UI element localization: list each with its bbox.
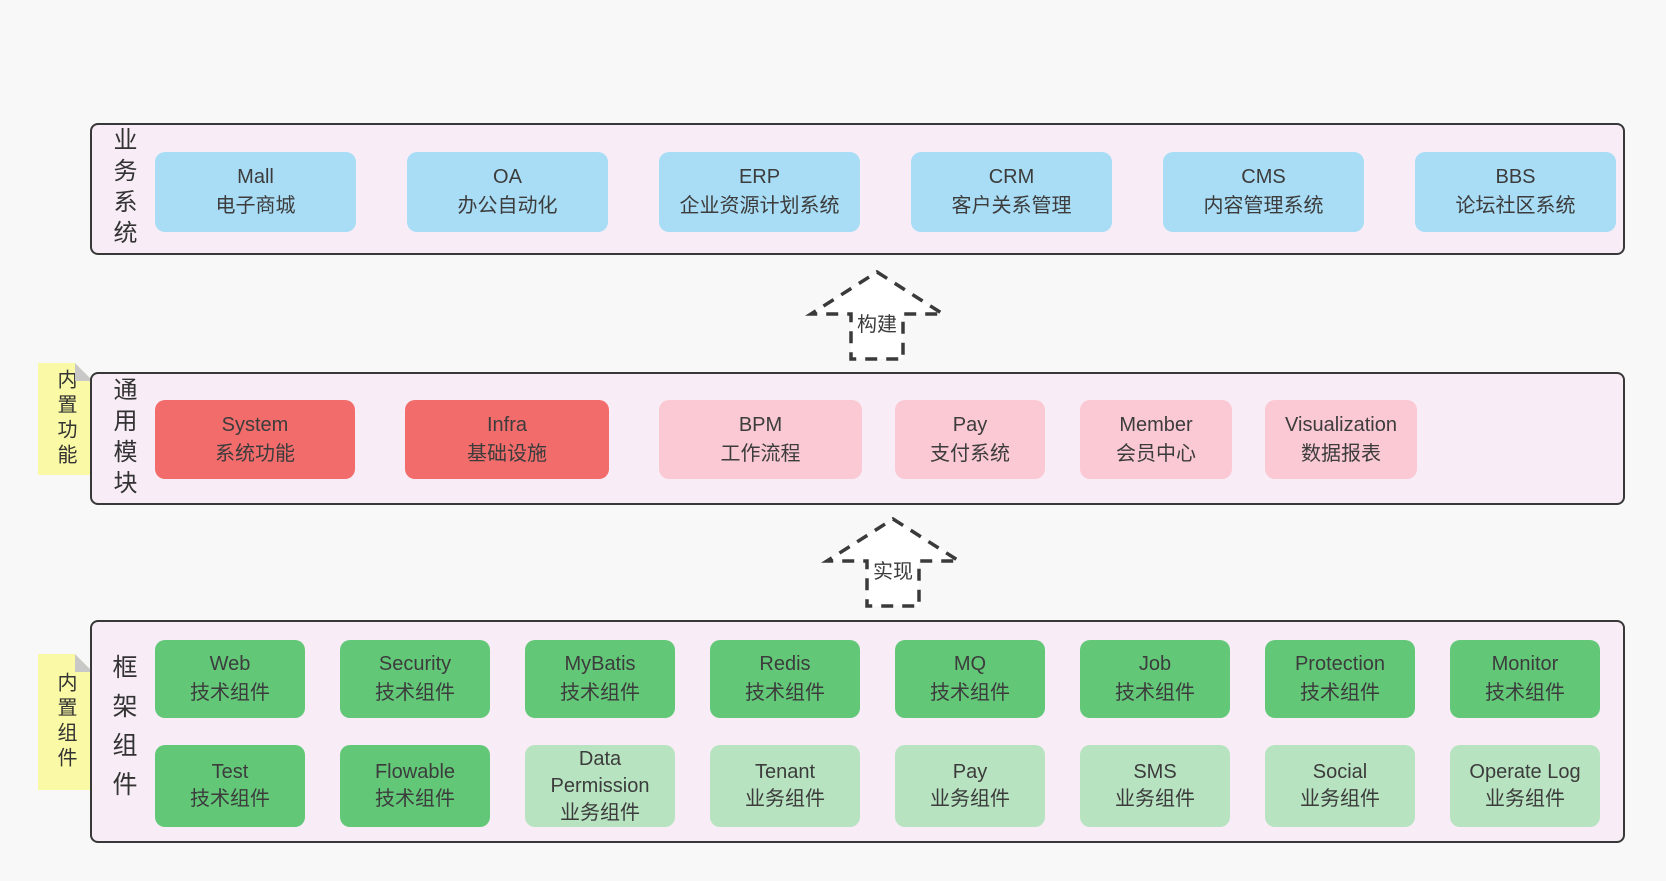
node-subtitle: 技术组件: [190, 682, 270, 704]
node-redis: Redis 技术组件: [710, 640, 860, 718]
layer-business-systems: 业务系统 Mall 电子商城 OA 办公自动化 ERP 企业资源计划系统 CRM…: [90, 123, 1625, 255]
node-subtitle: 技术组件: [190, 788, 270, 810]
node-crm: CRM 客户关系管理: [911, 152, 1112, 232]
sticky-note-builtin-features-label: 内置功能: [54, 369, 76, 469]
node-name: Security: [378, 653, 452, 675]
node-name: MQ: [953, 653, 987, 675]
node-subtitle: 工作流程: [720, 442, 801, 465]
layer-business-systems-title: 业务系统: [109, 127, 136, 251]
node-name: SMS: [1133, 761, 1177, 783]
node-name: OA: [493, 166, 522, 188]
node-name: Operate Log: [1469, 761, 1581, 783]
node-subtitle: 内容管理系统: [1203, 195, 1324, 217]
node-mall: Mall 电子商城: [155, 152, 356, 232]
node-subtitle: 系统功能: [215, 442, 295, 465]
node-social: Social 业务组件: [1265, 745, 1415, 827]
node-subtitle: 业务组件: [1485, 788, 1565, 810]
node-tenant: Tenant 业务组件: [710, 745, 860, 827]
arrow-implement-label: 实现: [870, 555, 916, 584]
node-name: CMS: [1241, 166, 1286, 188]
node-erp: ERP 企业资源计划系统: [659, 152, 860, 232]
node-flowable: Flowable 技术组件: [340, 745, 490, 827]
node-name: Visualization: [1285, 413, 1397, 436]
node-subtitle: 业务组件: [1115, 788, 1195, 810]
node-name: Pay: [952, 761, 988, 783]
arrow-build: 构建: [789, 268, 965, 363]
arrow-implement: 实现: [805, 515, 981, 610]
node-data-permission: Data Permission 业务组件: [525, 745, 675, 827]
node-mybatis: MyBatis 技术组件: [525, 640, 675, 718]
node-name: BPM: [738, 413, 783, 436]
node-sms: SMS 业务组件: [1080, 745, 1230, 827]
node-bpm: BPM 工作流程: [659, 400, 862, 479]
node-name: Web: [209, 653, 251, 675]
node-pay: Pay 支付系统: [895, 400, 1045, 479]
node-mq: MQ 技术组件: [895, 640, 1045, 718]
node-test: Test 技术组件: [155, 745, 305, 827]
node-subtitle: 技术组件: [375, 788, 455, 810]
node-subtitle: 基础设施: [467, 442, 547, 465]
node-protection: Protection 技术组件: [1265, 640, 1415, 718]
layer-framework-components: 框架组件 Web 技术组件 Security 技术组件 MyBatis 技术组件…: [90, 620, 1625, 843]
node-name: Infra: [486, 413, 528, 436]
node-web: Web 技术组件: [155, 640, 305, 718]
node-name: CRM: [988, 166, 1035, 188]
node-subtitle: 客户关系管理: [951, 195, 1072, 217]
layer-common-modules: 通用模块 System 系统功能 Infra 基础设施 BPM 工作流程 Pay…: [90, 372, 1625, 505]
node-visualization: Visualization 数据报表: [1265, 400, 1417, 479]
node-subtitle: 技术组件: [560, 682, 640, 704]
node-name: Tenant: [754, 761, 816, 783]
sticky-note-builtin-components: 内置组件: [38, 654, 93, 790]
node-system: System 系统功能: [155, 400, 355, 479]
node-name: Member: [1119, 413, 1193, 436]
node-name: BBS: [1495, 166, 1536, 188]
sticky-note-builtin-features: 内置功能: [38, 363, 93, 475]
node-subtitle: 业务组件: [745, 788, 825, 810]
node-name: Mall: [237, 166, 274, 188]
node-operate-log: Operate Log 业务组件: [1450, 745, 1600, 827]
node-name: MyBatis: [564, 653, 636, 675]
node-subtitle: 技术组件: [375, 682, 455, 704]
node-subtitle: 支付系统: [930, 442, 1010, 465]
node-subtitle: 技术组件: [1115, 682, 1195, 704]
node-subtitle: 技术组件: [745, 682, 825, 704]
layer-framework-components-title: 框架组件: [109, 653, 137, 810]
node-subtitle: 技术组件: [930, 682, 1010, 704]
node-pay-biz: Pay 业务组件: [895, 745, 1045, 827]
node-name: Data Permission: [550, 747, 650, 797]
node-subtitle: 技术组件: [1300, 682, 1380, 704]
node-name: Redis: [759, 653, 811, 675]
node-name: Social: [1312, 761, 1368, 783]
node-member: Member 会员中心: [1080, 400, 1232, 479]
node-subtitle: 业务组件: [930, 788, 1010, 810]
node-subtitle: 会员中心: [1116, 442, 1196, 465]
node-subtitle: 电子商城: [215, 195, 296, 217]
node-name: ERP: [738, 166, 781, 188]
node-name: Pay: [952, 413, 988, 436]
node-subtitle: 办公自动化: [457, 195, 558, 217]
node-name: Protection: [1294, 653, 1386, 675]
node-subtitle: 技术组件: [1485, 682, 1565, 704]
node-oa: OA 办公自动化: [407, 152, 608, 232]
node-subtitle: 论坛社区系统: [1455, 195, 1576, 217]
node-job: Job 技术组件: [1080, 640, 1230, 718]
sticky-note-builtin-components-label: 内置组件: [54, 672, 76, 772]
node-security: Security 技术组件: [340, 640, 490, 718]
arrow-build-label: 构建: [854, 308, 900, 337]
node-name: Flowable: [374, 761, 456, 783]
node-subtitle: 企业资源计划系统: [679, 195, 840, 217]
node-bbs: BBS 论坛社区系统: [1415, 152, 1616, 232]
layer-common-modules-title: 通用模块: [109, 376, 136, 501]
node-name: System: [221, 413, 289, 436]
node-name: Test: [211, 761, 249, 783]
node-monitor: Monitor 技术组件: [1450, 640, 1600, 718]
node-name: Job: [1138, 653, 1172, 675]
node-subtitle: 业务组件: [1300, 788, 1380, 810]
node-subtitle: 业务组件: [560, 801, 640, 824]
node-subtitle: 数据报表: [1301, 442, 1381, 465]
node-cms: CMS 内容管理系统: [1163, 152, 1364, 232]
node-infra: Infra 基础设施: [405, 400, 609, 479]
node-name: Monitor: [1491, 653, 1559, 675]
